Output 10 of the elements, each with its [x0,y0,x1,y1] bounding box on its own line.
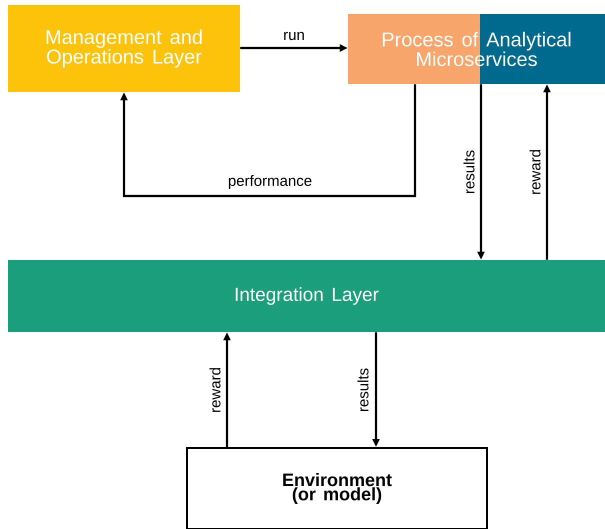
edge-label: results [356,366,370,414]
edge-label: results [462,148,476,196]
edge-label: reward [528,148,542,196]
environment-box: Environment (or model) [186,447,488,529]
arrow [120,84,416,198]
edge-label: reward [208,366,222,414]
edge-label: run [282,30,306,42]
layer-box: Management and Operations Layer [8,5,240,92]
edge-label: performance [226,174,314,190]
integration-band: Integration Layer [8,260,605,332]
